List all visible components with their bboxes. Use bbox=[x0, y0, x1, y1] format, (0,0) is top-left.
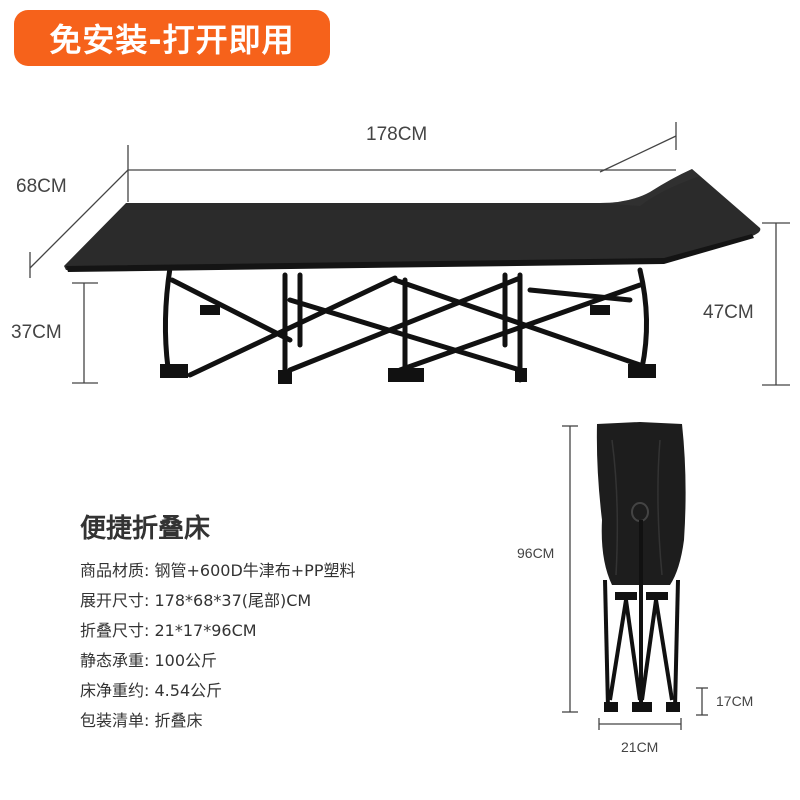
folded-height-label: 96CM bbox=[517, 545, 555, 561]
folded-depth-dimension-line bbox=[696, 687, 708, 716]
spec-value: 4.54公斤 bbox=[154, 681, 223, 700]
spec-row-weight: 床净重约: 4.54公斤 bbox=[80, 676, 355, 706]
folded-width-label: 21CM bbox=[621, 739, 659, 755]
width-label: 68CM bbox=[16, 176, 67, 197]
width-dimension-line bbox=[29, 169, 129, 278]
spec-row-folded-size: 折叠尺寸: 21*17*96CM bbox=[80, 616, 355, 646]
spec-label: 包装清单: bbox=[80, 711, 150, 730]
length-label: 178CM bbox=[366, 124, 428, 145]
folded-height-dimension-line bbox=[562, 425, 578, 713]
spec-value: 钢管+600D牛津布+PP塑料 bbox=[154, 561, 356, 580]
head-height-dimension-line bbox=[762, 222, 790, 386]
spec-row-material: 商品材质: 钢管+600D牛津布+PP塑料 bbox=[80, 556, 355, 586]
bed-feet bbox=[160, 305, 656, 384]
folded-bed bbox=[596, 422, 686, 712]
head-height-label: 47CM bbox=[703, 302, 754, 323]
product-title: 便捷折叠床 bbox=[80, 514, 211, 544]
spec-label: 床净重约: bbox=[80, 681, 150, 700]
spec-list: 商品材质: 钢管+600D牛津布+PP塑料 展开尺寸: 178*68*37(尾部… bbox=[80, 556, 355, 736]
spec-row-load: 静态承重: 100公斤 bbox=[80, 646, 355, 676]
bed-surface bbox=[64, 169, 761, 272]
spec-value: 折叠床 bbox=[154, 711, 203, 730]
spec-value: 178*68*37(尾部)CM bbox=[154, 591, 312, 610]
folded-depth-label: 17CM bbox=[716, 693, 754, 709]
spec-value: 21*17*96CM bbox=[154, 621, 257, 640]
spec-value: 100公斤 bbox=[154, 651, 218, 670]
promo-badge-label: 免安装-打开即用 bbox=[49, 21, 295, 59]
spec-row-package: 包装清单: 折叠床 bbox=[80, 706, 355, 736]
folded-width-dimension-line bbox=[598, 718, 682, 730]
spec-label: 折叠尺寸: bbox=[80, 621, 150, 640]
bed-frame bbox=[162, 265, 649, 383]
spec-label: 商品材质: bbox=[80, 561, 150, 580]
tail-height-dimension-line bbox=[72, 282, 98, 384]
spec-row-unfolded-size: 展开尺寸: 178*68*37(尾部)CM bbox=[80, 586, 355, 616]
spec-label: 展开尺寸: bbox=[80, 591, 150, 610]
tail-height-label: 37CM bbox=[11, 322, 62, 343]
length-dimension-line bbox=[127, 122, 677, 202]
spec-label: 静态承重: bbox=[80, 651, 150, 670]
promo-badge: 免安装-打开即用 bbox=[14, 10, 330, 66]
